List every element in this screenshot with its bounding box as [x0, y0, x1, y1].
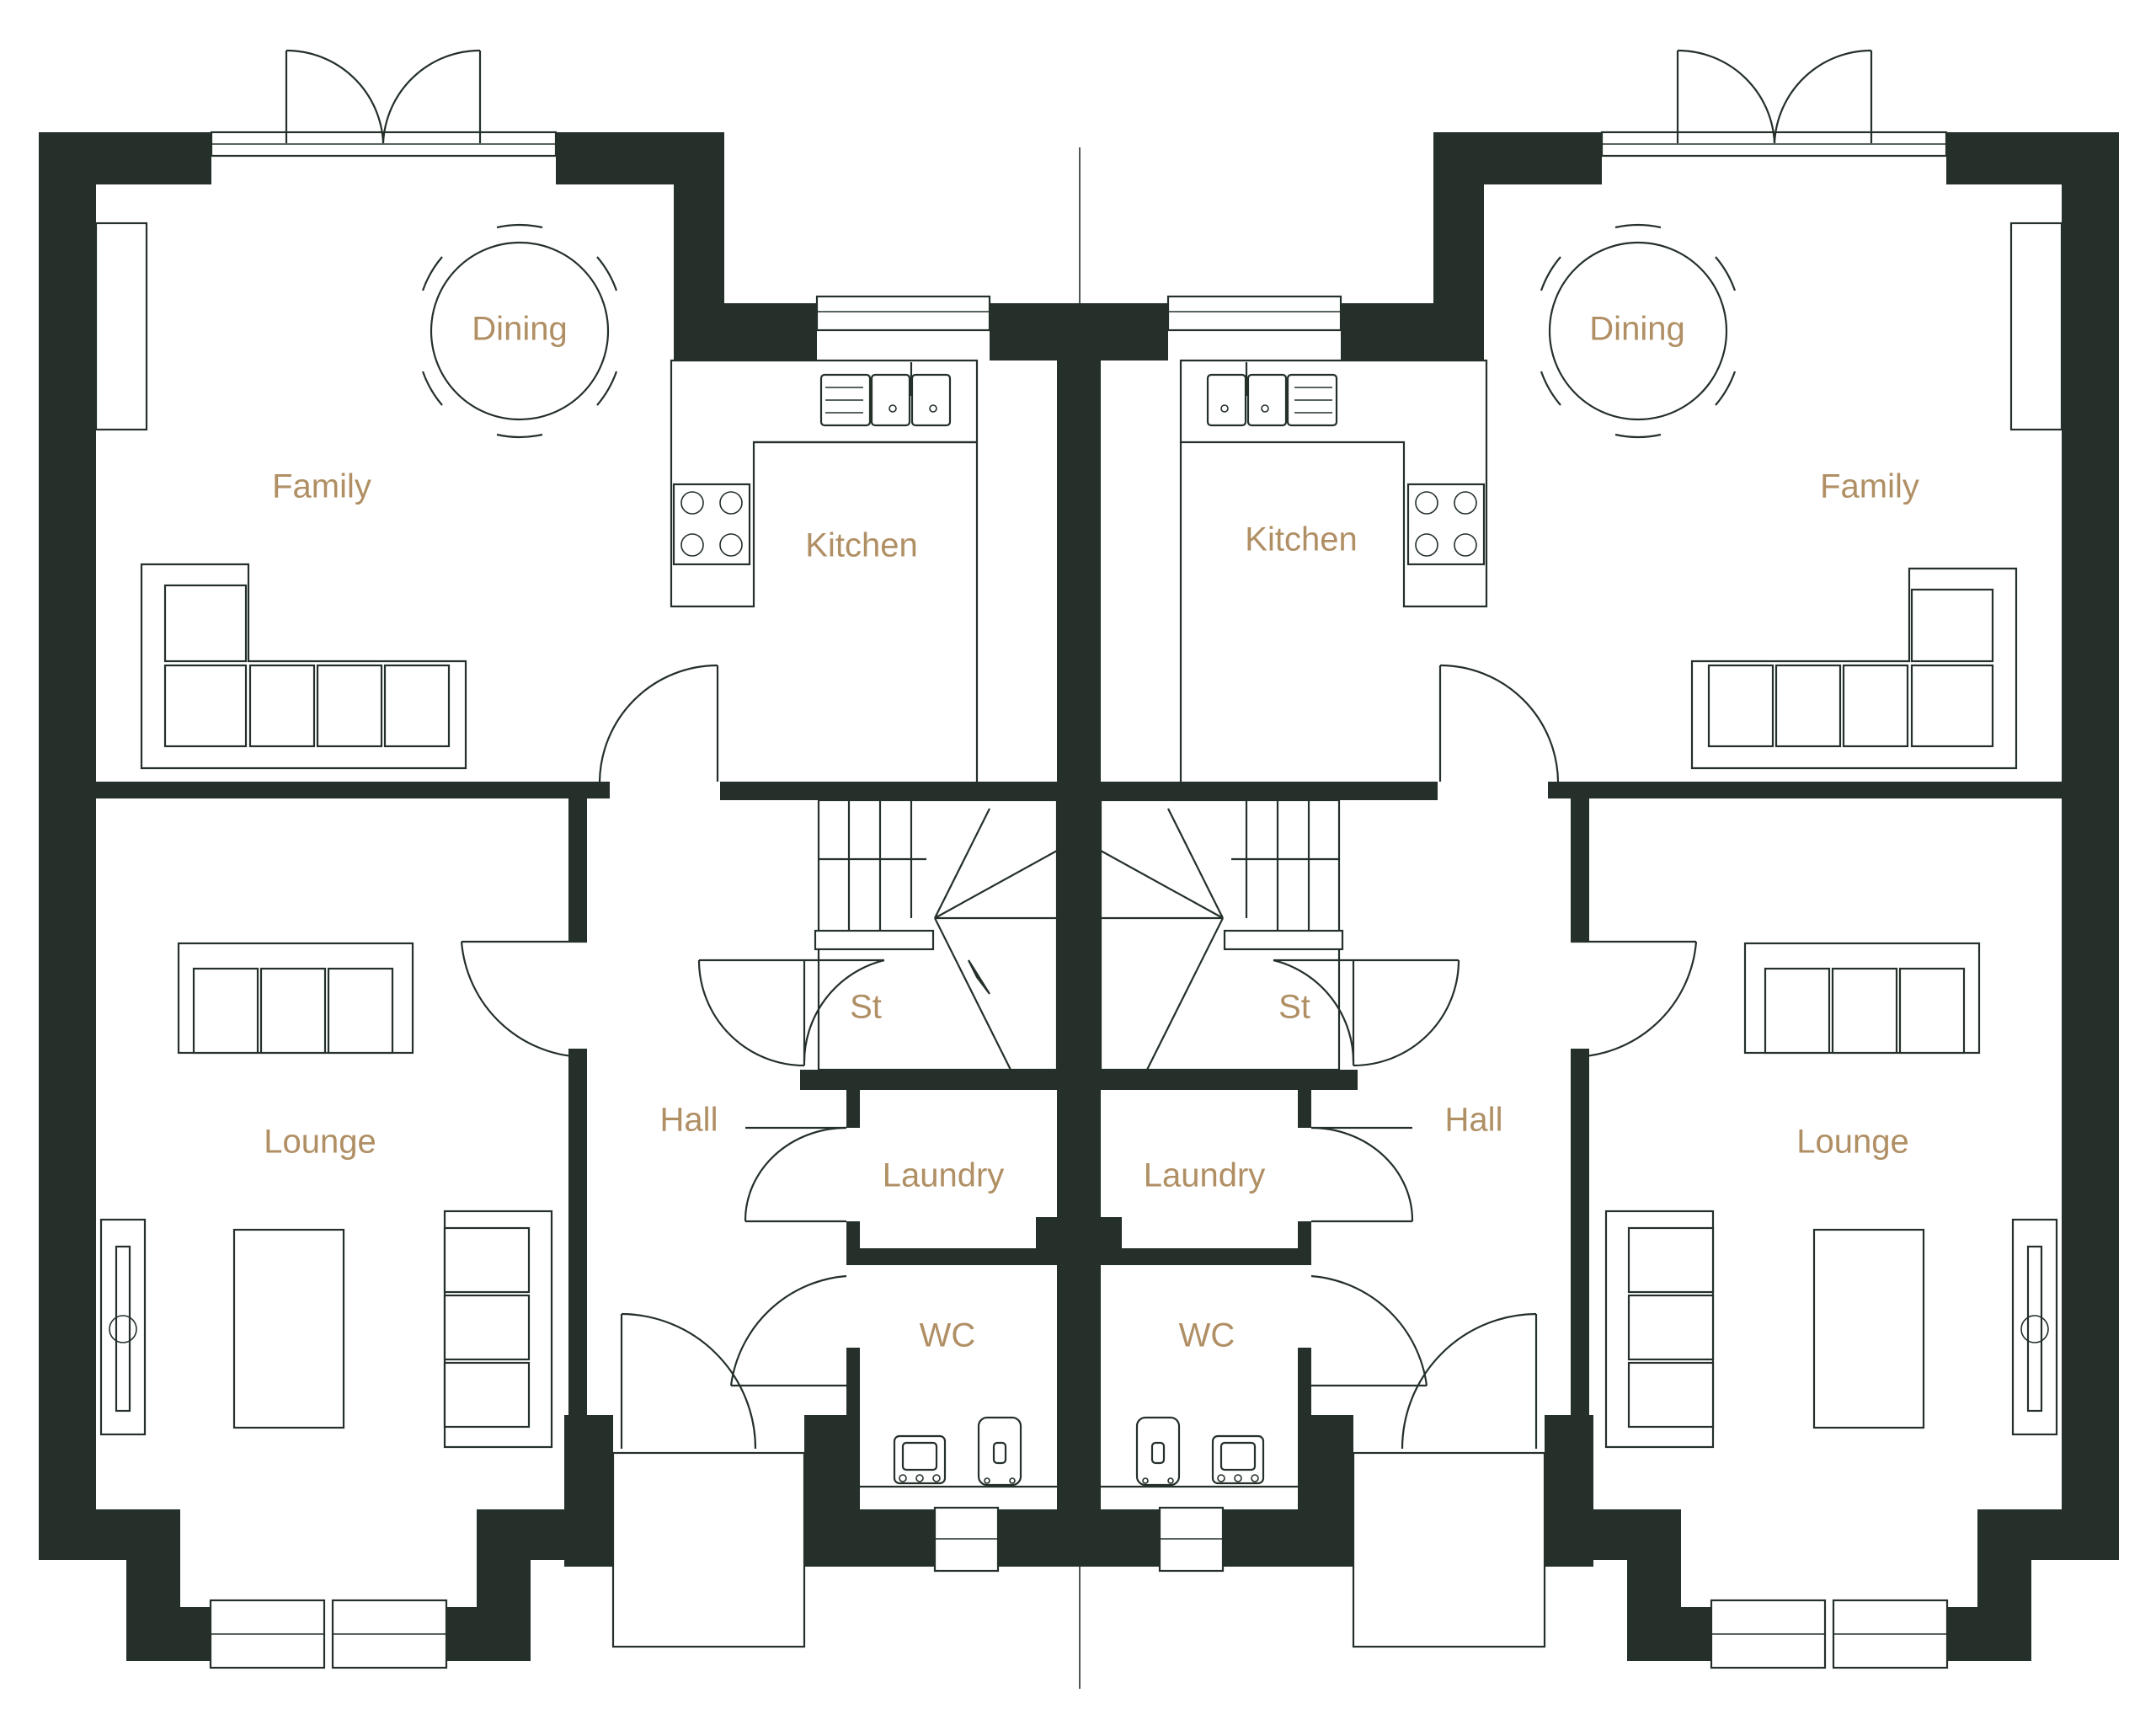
- room-label-family-right: Family: [1820, 468, 1919, 505]
- sofa-icon: [140, 563, 467, 770]
- right-unit: [1059, 49, 2119, 1669]
- wall-hall-upper: [568, 798, 587, 942]
- room-label-laundry-left: Laundry: [883, 1157, 1005, 1194]
- wall-laundry-bottom: [846, 1248, 1057, 1265]
- hob-icon: [672, 483, 751, 566]
- sofa-icon: [177, 942, 414, 1055]
- wall-top-left: [39, 132, 211, 184]
- door-swing-icon: [697, 959, 885, 1067]
- left-unit: [39, 49, 1101, 1669]
- room-label-store-right: St: [1278, 989, 1310, 1026]
- wall-laundry-corner: [1036, 1217, 1059, 1249]
- basin-icon: [893, 1434, 947, 1485]
- fireplace-icon: [99, 1218, 147, 1436]
- room-label-wc-left: WC: [920, 1317, 976, 1354]
- wall-kitchen-top-left: [674, 303, 817, 360]
- wall-wc-bottom-left: [804, 1509, 935, 1567]
- room-label-wc-right: WC: [1179, 1317, 1235, 1354]
- room-label-dining-left: Dining: [472, 311, 567, 348]
- wall-bay-bottom-left: [126, 1607, 211, 1661]
- stairs-icon: [814, 798, 1059, 1071]
- room-label-store-left: St: [850, 989, 882, 1026]
- sofa-icon: [443, 1210, 553, 1449]
- dining-table-icon: [421, 223, 618, 439]
- window-icon: [815, 295, 991, 332]
- sink-icon: [819, 362, 952, 427]
- room-label-family-left: Family: [272, 468, 371, 505]
- party-wall: [1057, 303, 1101, 1567]
- room-label-hall-left: Hall: [660, 1102, 718, 1139]
- room-label-lounge-left: Lounge: [264, 1124, 376, 1161]
- room-label-lounge-right: Lounge: [1796, 1124, 1908, 1161]
- coffee-table: [232, 1228, 345, 1429]
- french-doors-icon: [210, 49, 558, 158]
- wall-store-bottom: [800, 1070, 1057, 1090]
- toilet-icon: [977, 1416, 1022, 1487]
- porch: [611, 1451, 806, 1648]
- wall-laundry-stub-top: [846, 1090, 860, 1128]
- wall-porch-left: [564, 1415, 613, 1567]
- wall-kitchen-bottom: [720, 782, 1057, 800]
- window-icon: [209, 1599, 448, 1669]
- wall-wc-left: [846, 1348, 860, 1512]
- wall-family-lounge: [96, 782, 610, 798]
- sideboard: [94, 222, 148, 431]
- room-label-laundry-right: Laundry: [1144, 1157, 1266, 1194]
- wall-kitchen-top-right: [990, 303, 1065, 360]
- room-label-kitchen-right: Kitchen: [1245, 521, 1357, 558]
- room-label-kitchen-left: Kitchen: [805, 527, 917, 564]
- wall-left-exterior: [39, 132, 96, 1509]
- door-swing-icon: [460, 664, 847, 1450]
- room-label-dining-right: Dining: [1589, 311, 1684, 348]
- room-label-hall-right: Hall: [1445, 1102, 1503, 1139]
- wall-hall-lower: [568, 1049, 587, 1419]
- window-icon: [933, 1506, 1000, 1573]
